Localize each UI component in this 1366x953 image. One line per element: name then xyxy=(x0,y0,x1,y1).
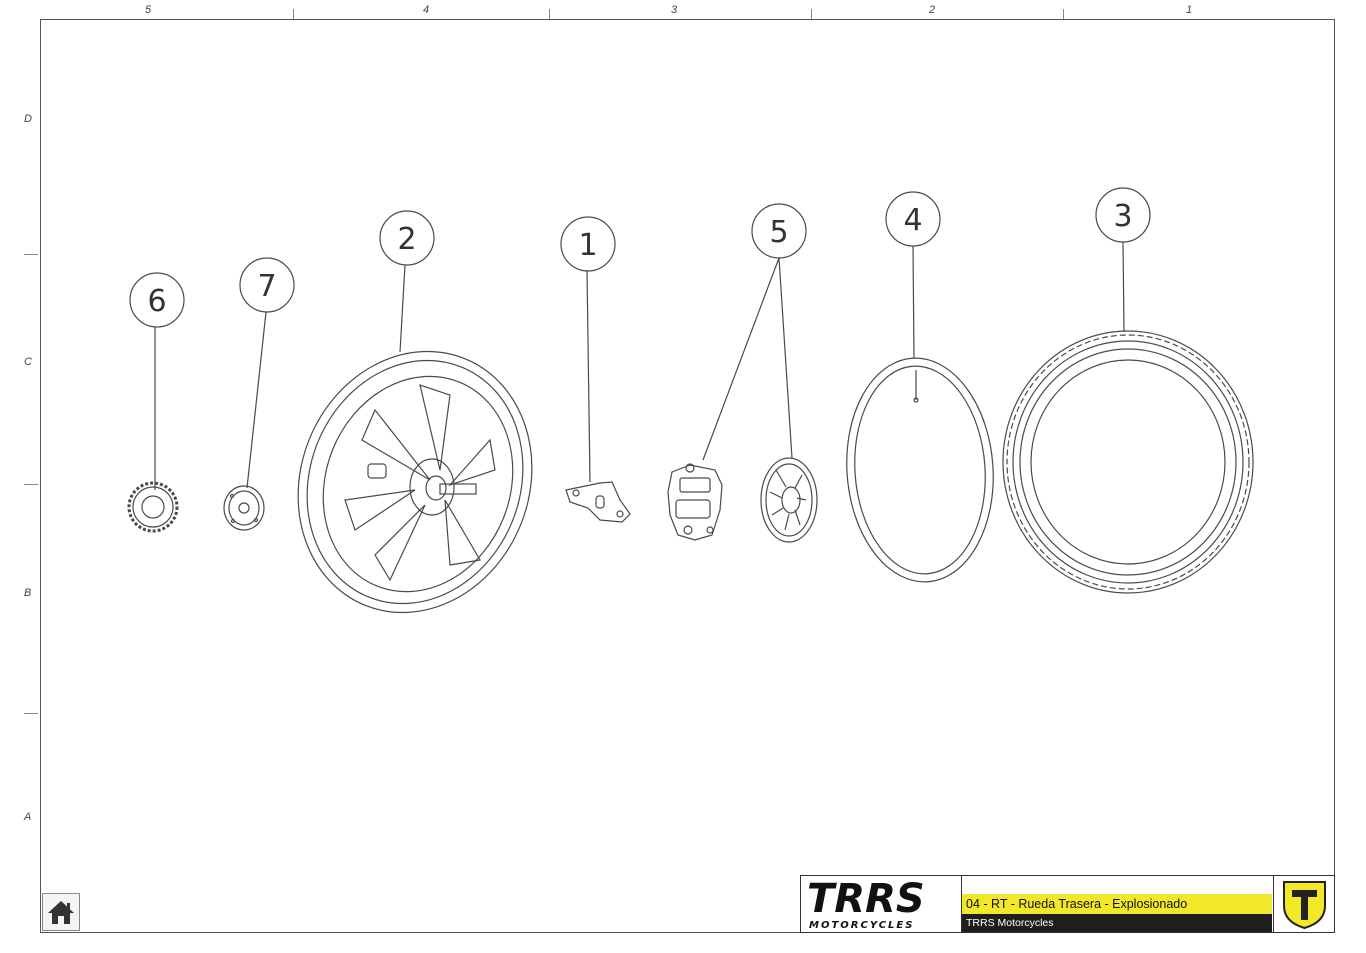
zone-divider xyxy=(24,484,38,485)
balloon-6-number: 6 xyxy=(147,284,166,319)
zone-col-5: 5 xyxy=(145,4,152,16)
leader-line-7 xyxy=(246,311,267,489)
zone-divider xyxy=(24,713,38,714)
zone-col-2: 2 xyxy=(929,4,936,16)
brake-disc-part xyxy=(760,457,818,543)
home-button[interactable] xyxy=(42,893,80,931)
zone-row-a: A xyxy=(24,811,32,823)
hub-flange-part xyxy=(223,485,265,531)
zone-divider xyxy=(1063,9,1064,19)
logo-text: TRRS xyxy=(807,876,925,922)
balloon-2: 2 xyxy=(379,210,435,266)
balloon-1: 1 xyxy=(560,216,616,272)
trrs-shield-icon xyxy=(1273,876,1335,932)
zone-col-4: 4 xyxy=(423,4,430,16)
rim-part xyxy=(297,350,533,614)
title-block: TRRS MOTORCYCLES 04 - RT - Rueda Trasera… xyxy=(800,875,1335,933)
balloon-4: 4 xyxy=(885,191,941,247)
caliper-bracket-part xyxy=(565,481,631,523)
leader-line-4 xyxy=(912,245,915,359)
leader-line-5a xyxy=(702,257,780,461)
zone-col-1: 1 xyxy=(1186,4,1193,16)
balloon-5-number: 5 xyxy=(769,215,788,250)
leader-line-5b xyxy=(778,257,793,459)
zone-divider xyxy=(549,9,550,19)
balloon-7-number: 7 xyxy=(257,269,276,304)
home-icon xyxy=(48,901,74,924)
zone-row-d: D xyxy=(24,113,32,125)
zone-divider xyxy=(293,9,294,19)
balloon-4-number: 4 xyxy=(903,203,922,238)
tyre-part xyxy=(1002,330,1254,594)
zone-row-b: B xyxy=(24,587,32,599)
drawing-title: 04 - RT - Rueda Trasera - Explosionado xyxy=(962,894,1272,914)
leader-line-3 xyxy=(1122,241,1125,333)
zone-row-c: C xyxy=(24,356,32,368)
zone-divider xyxy=(811,9,812,19)
balloon-2-number: 2 xyxy=(397,222,416,257)
balloon-7: 7 xyxy=(239,257,295,313)
inner-tube-part xyxy=(846,357,994,583)
balloon-1-number: 1 xyxy=(578,228,597,263)
leader-line-1 xyxy=(586,269,591,483)
leader-line-2 xyxy=(399,264,406,353)
balloon-6: 6 xyxy=(129,272,185,328)
balloon-3: 3 xyxy=(1095,187,1151,243)
zone-col-3: 3 xyxy=(671,4,678,16)
brake-caliper-part xyxy=(667,463,723,541)
balloon-3-number: 3 xyxy=(1113,199,1132,234)
company-name: TRRS Motorcycles xyxy=(962,914,1272,932)
trrs-logo: TRRS MOTORCYCLES xyxy=(801,876,962,932)
sprocket-part xyxy=(127,481,179,533)
balloon-5: 5 xyxy=(751,203,807,259)
logo-subtext: MOTORCYCLES xyxy=(809,920,914,931)
zone-divider xyxy=(24,254,38,255)
drawing-frame xyxy=(40,19,1335,933)
